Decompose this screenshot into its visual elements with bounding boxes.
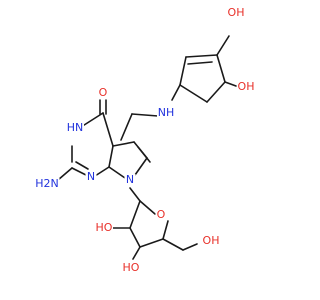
atom-label-oh-cp: OH bbox=[237, 80, 255, 93]
bond bbox=[129, 227, 141, 248]
bond bbox=[187, 61, 213, 65]
atom-label-o-carbonyl: O bbox=[97, 86, 109, 99]
bond bbox=[139, 238, 164, 248]
bond bbox=[182, 243, 198, 251]
bond bbox=[139, 200, 156, 215]
bond bbox=[71, 167, 89, 177]
atom-label-ho-bottom: HO bbox=[122, 261, 140, 274]
label-background bbox=[155, 209, 167, 221]
bond bbox=[216, 35, 230, 56]
bond bbox=[129, 187, 141, 202]
bond bbox=[171, 84, 181, 101]
bond bbox=[134, 157, 148, 176]
label-background bbox=[202, 235, 220, 247]
bond bbox=[162, 238, 184, 251]
atom-label-text: OH bbox=[238, 80, 255, 93]
bond bbox=[131, 113, 159, 117]
label-background bbox=[122, 262, 140, 274]
atom-label-n-pyrimidine: N bbox=[85, 170, 97, 183]
atom-label-nh-linker: NH bbox=[157, 106, 175, 119]
atom-label-text: N bbox=[126, 173, 134, 186]
bond bbox=[179, 84, 208, 103]
label-background bbox=[237, 81, 255, 93]
bond bbox=[75, 161, 89, 170]
atom-label-text: O bbox=[99, 86, 108, 99]
atom-label-n-pyrrole: N bbox=[124, 173, 136, 186]
bond-lines bbox=[57, 35, 237, 260]
bond bbox=[112, 141, 135, 147]
bond bbox=[224, 81, 237, 87]
atom-label-ho-left: HO bbox=[95, 221, 113, 234]
atom-label-nh-ring: HN bbox=[66, 121, 84, 134]
label-background bbox=[66, 122, 84, 134]
bond bbox=[132, 246, 141, 260]
label-background bbox=[34, 178, 60, 190]
atom-label-text: OH bbox=[228, 6, 245, 19]
atom-label-o-ring: O bbox=[155, 208, 167, 221]
atom-label-nh2: H2N bbox=[34, 177, 60, 190]
label-background bbox=[124, 174, 136, 186]
label-background bbox=[95, 222, 113, 234]
bond bbox=[108, 145, 114, 168]
bond bbox=[216, 54, 226, 83]
bond bbox=[185, 54, 218, 58]
atom-label-text: OH bbox=[203, 234, 220, 247]
bond bbox=[137, 146, 151, 163]
atom-label-text: NH bbox=[158, 106, 175, 119]
structure-diagram: OH OH NH O HN N N H2N O OH HO HO bbox=[34, 6, 255, 274]
bond bbox=[94, 166, 110, 177]
bond bbox=[162, 220, 169, 240]
bond bbox=[102, 112, 114, 147]
label-background bbox=[157, 107, 175, 119]
atom-label-text: H2N bbox=[35, 177, 59, 190]
atom-label-text: HN bbox=[67, 121, 84, 134]
bond bbox=[206, 81, 226, 103]
label-background bbox=[227, 7, 245, 19]
atom-label-text: HO bbox=[123, 261, 140, 274]
atom-labels: OH OH NH O HN N N H2N O OH HO HO bbox=[34, 6, 255, 274]
bond bbox=[120, 113, 133, 141]
atom-label-oh-ch2: OH bbox=[202, 234, 220, 247]
atom-label-oh-top: OH bbox=[227, 6, 245, 19]
atom-label-text: N bbox=[87, 170, 95, 183]
label-background bbox=[85, 171, 97, 183]
atom-label-text: HO bbox=[96, 221, 113, 234]
bond bbox=[80, 112, 104, 128]
bond bbox=[129, 200, 141, 229]
bond bbox=[57, 167, 73, 181]
bond bbox=[108, 166, 126, 179]
bond bbox=[179, 56, 187, 86]
label-background bbox=[97, 87, 109, 99]
atom-label-text: O bbox=[157, 208, 166, 221]
